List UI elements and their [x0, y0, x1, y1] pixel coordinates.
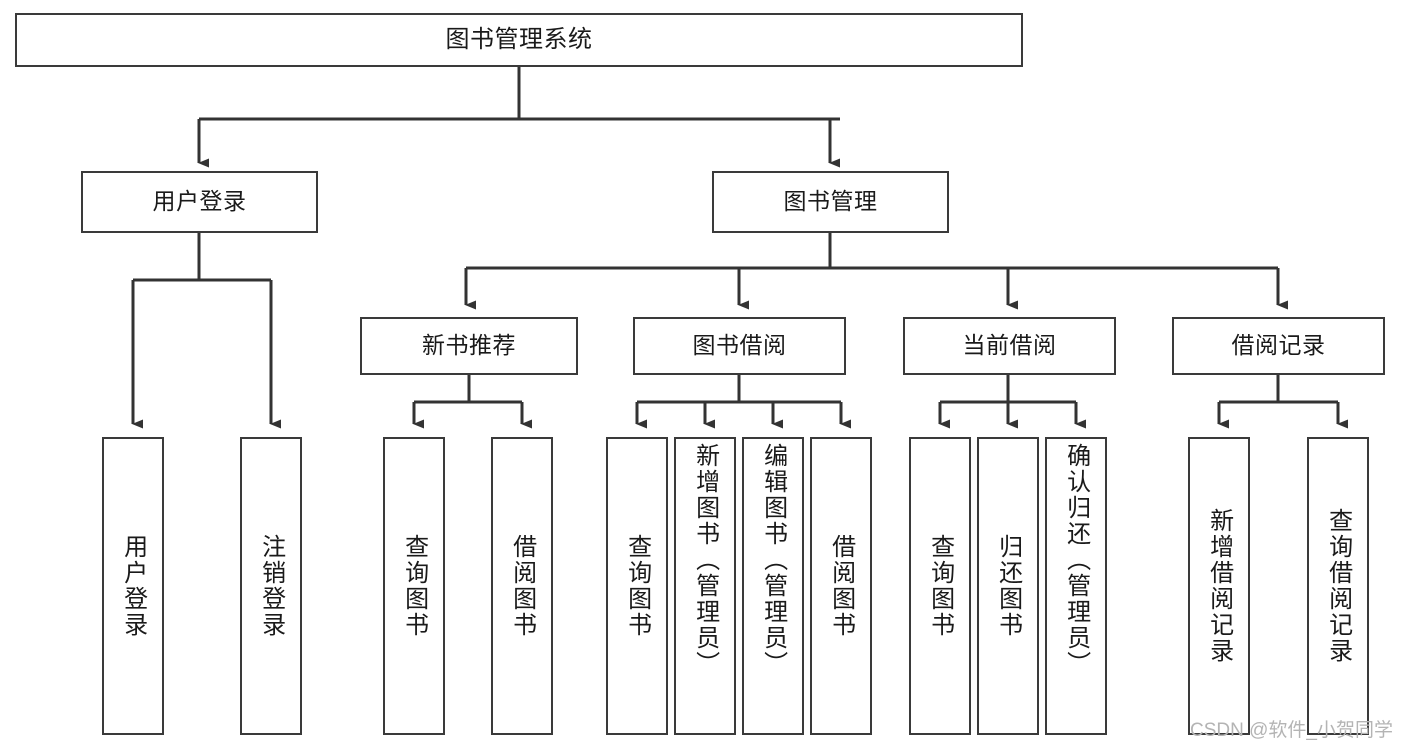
leaf-user-login-logout[interactable]: 注销登录 — [240, 437, 302, 735]
leaf-borrow-add-book-admin[interactable]: 新增图书（管理员） — [674, 437, 736, 735]
node-root-system[interactable]: 图书管理系统 — [15, 13, 1023, 67]
leaf-user-login-login[interactable]: 用户登录 — [102, 437, 164, 735]
node-borrow-records[interactable]: 借阅记录 — [1172, 317, 1385, 375]
node-label: 归还图书 — [994, 534, 1022, 638]
node-book-borrow[interactable]: 图书借阅 — [633, 317, 846, 375]
watermark-text: CSDN @软件_小贺同学 — [1190, 720, 1393, 741]
leaf-borrow-borrow-book[interactable]: 借阅图书 — [810, 437, 872, 735]
leaf-current-confirm-return-admin[interactable]: 确认归还（管理员） — [1045, 437, 1107, 735]
leaf-records-query-record[interactable]: 查询借阅记录 — [1307, 437, 1369, 735]
node-label: 查询借阅记录 — [1324, 508, 1352, 664]
node-label: 查询图书 — [926, 534, 954, 638]
leaf-records-add-record[interactable]: 新增借阅记录 — [1188, 437, 1250, 735]
node-label: 用户登录 — [152, 188, 247, 215]
node-label: 当前借阅 — [962, 332, 1057, 359]
node-current-borrow[interactable]: 当前借阅 — [903, 317, 1116, 375]
node-label: 确认归还（管理员） — [1062, 443, 1090, 677]
node-label: 图书管理系统 — [445, 25, 593, 53]
node-label: 借阅图书 — [508, 534, 536, 638]
node-new-book-recommend[interactable]: 新书推荐 — [360, 317, 578, 375]
node-label: 查询图书 — [400, 534, 428, 638]
csdn-watermark: CSDN @软件_小贺同学 — [1190, 715, 1393, 742]
leaf-current-query-book[interactable]: 查询图书 — [909, 437, 971, 735]
node-label: 借阅图书 — [827, 534, 855, 638]
node-user-login[interactable]: 用户登录 — [81, 171, 318, 233]
leaf-recommend-borrow-book[interactable]: 借阅图书 — [491, 437, 553, 735]
leaf-borrow-query-book[interactable]: 查询图书 — [606, 437, 668, 735]
node-book-management[interactable]: 图书管理 — [712, 171, 949, 233]
node-label: 图书借阅 — [692, 332, 787, 359]
leaf-current-return-book[interactable]: 归还图书 — [977, 437, 1039, 735]
node-label: 新书推荐 — [422, 332, 516, 359]
node-label: 编辑图书（管理员） — [759, 443, 787, 677]
node-label: 借阅记录 — [1231, 332, 1326, 359]
node-label: 图书管理 — [783, 188, 878, 215]
leaf-recommend-query-book[interactable]: 查询图书 — [383, 437, 445, 735]
node-label: 新增借阅记录 — [1205, 508, 1233, 664]
node-label: 用户登录 — [119, 534, 147, 638]
node-label: 新增图书（管理员） — [691, 443, 719, 677]
node-label: 注销登录 — [257, 534, 285, 638]
node-label: 查询图书 — [623, 534, 651, 638]
leaf-borrow-edit-book-admin[interactable]: 编辑图书（管理员） — [742, 437, 804, 735]
